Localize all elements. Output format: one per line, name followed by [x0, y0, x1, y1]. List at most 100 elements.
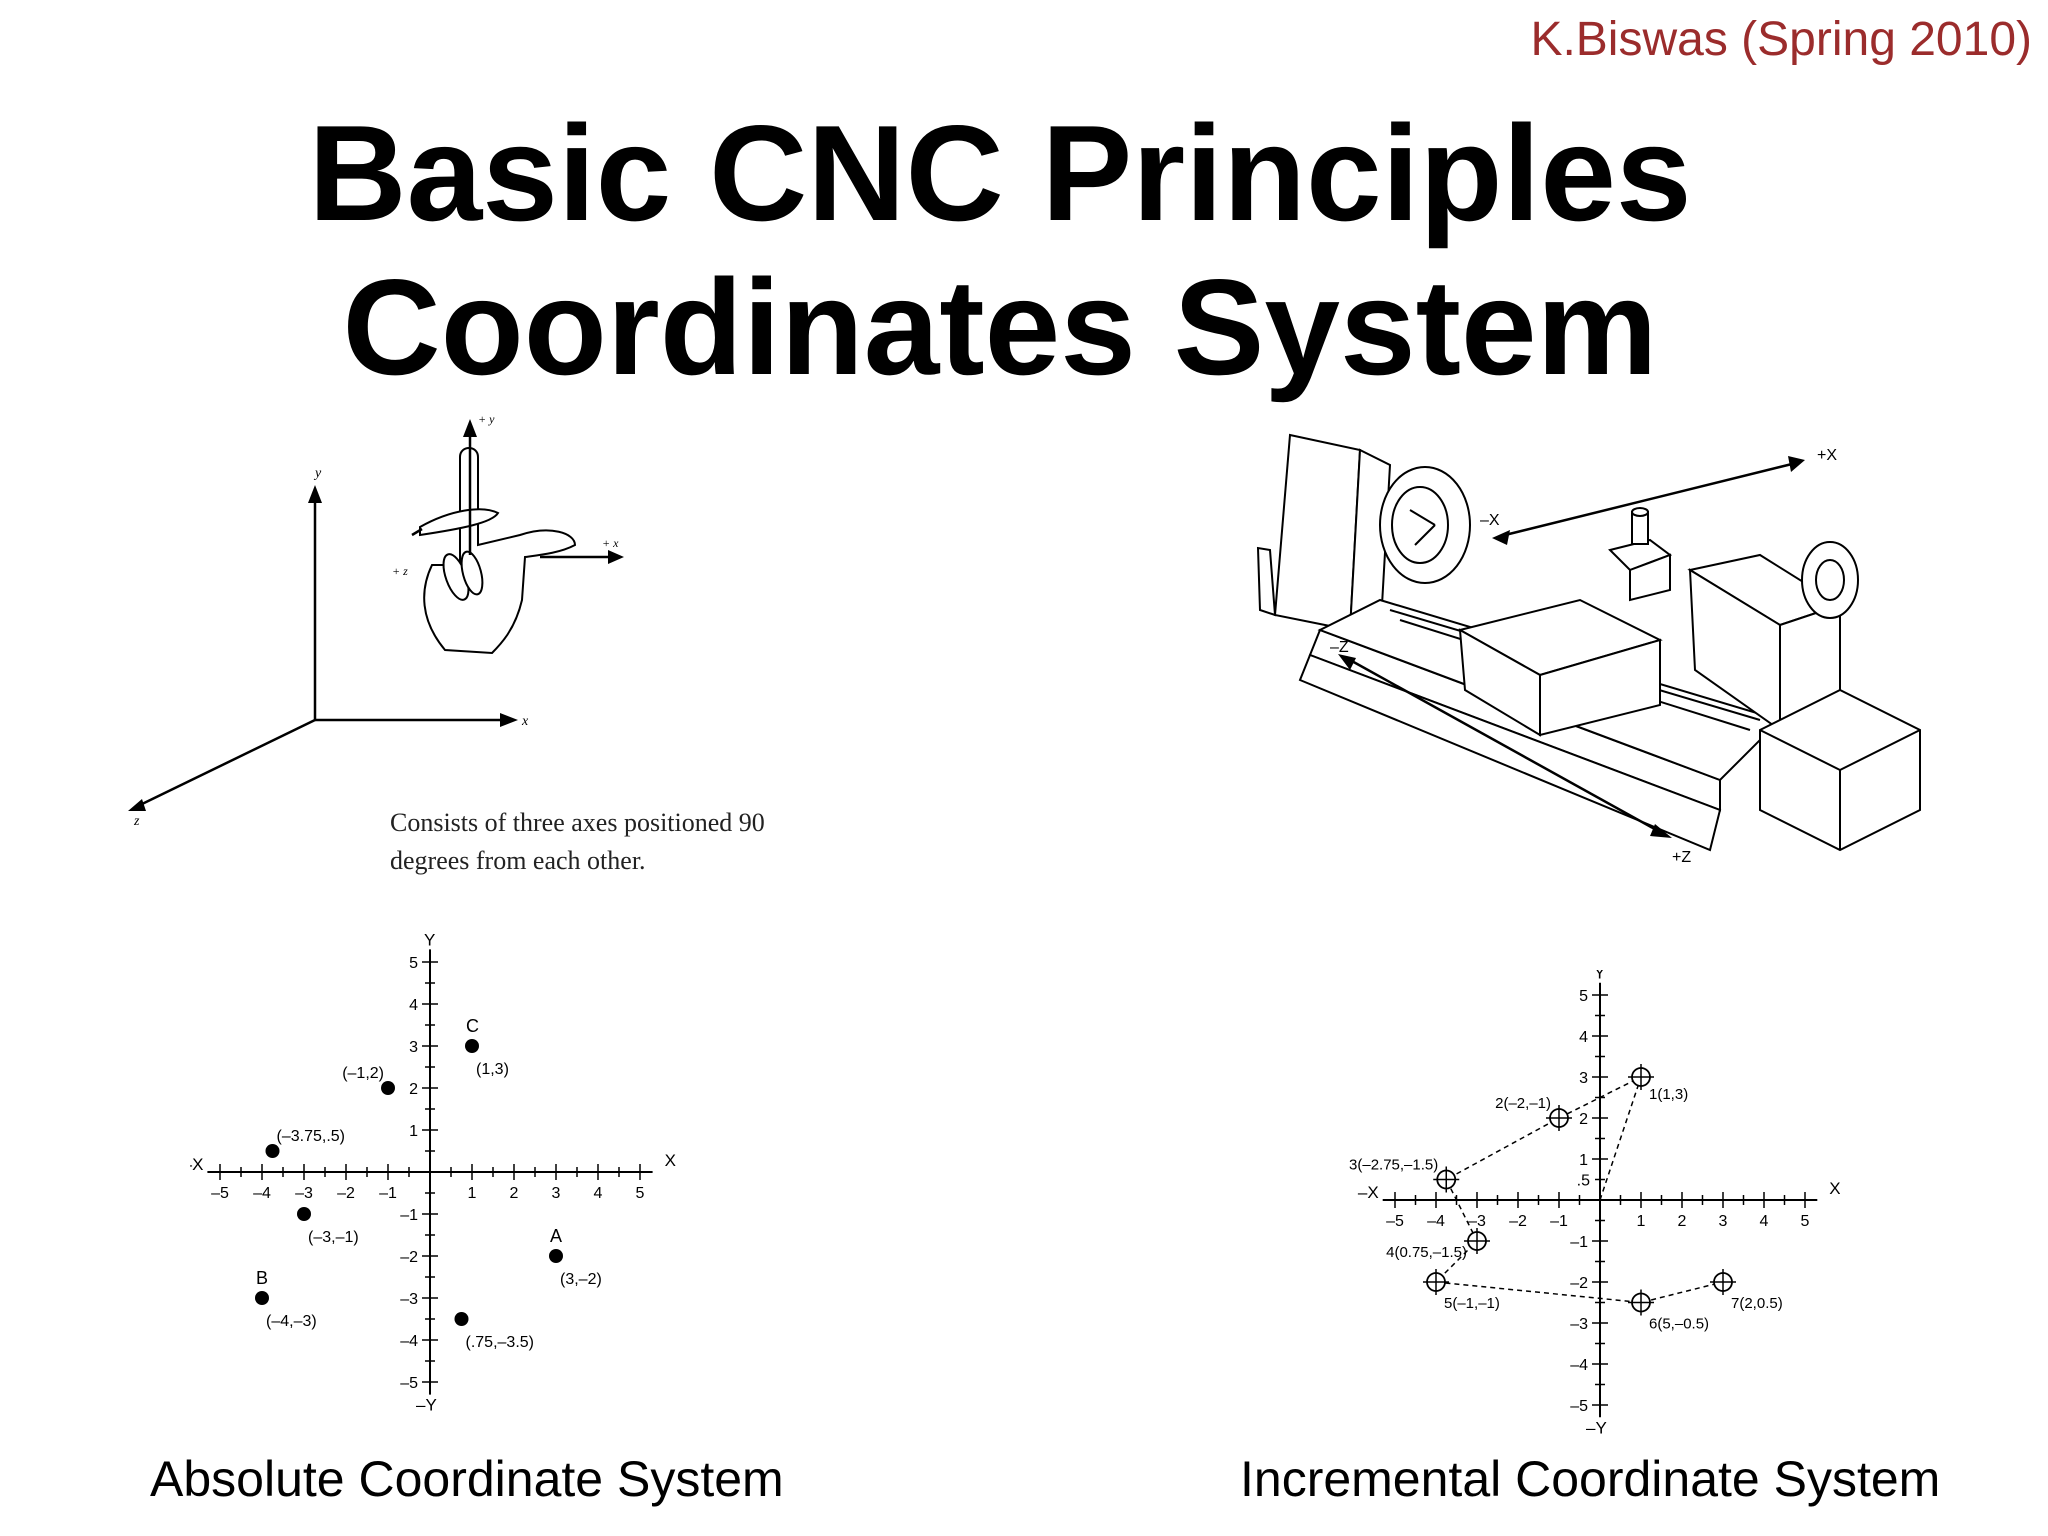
- slide-title-line2: Coordinates System: [342, 251, 1658, 403]
- caption-incremental: Incremental Coordinate System: [1240, 1451, 1941, 1507]
- lathe-axes-arrows: [1338, 456, 1805, 838]
- hand-x-label: + x: [602, 536, 619, 550]
- data-point: [549, 1249, 563, 1263]
- axis-neg-x-label: –X: [190, 1155, 203, 1174]
- data-point: [465, 1039, 479, 1053]
- y-tick-label: –4: [1570, 1357, 1588, 1374]
- axis-neg-y-label: –Y: [416, 1396, 437, 1415]
- point-coordinate-label: (.75,–3.5): [466, 1334, 534, 1351]
- point-coordinate-label: (–4,–3): [266, 1313, 317, 1330]
- x-tick-label: 2: [510, 1185, 519, 1202]
- point-coordinate-label: (–3,–1): [308, 1229, 359, 1246]
- point-coordinate-label: (1,3): [476, 1061, 509, 1078]
- point-letter-label: B: [256, 1268, 268, 1288]
- x-tick-label: –5: [1386, 1213, 1404, 1230]
- x-tick-label: –2: [1509, 1213, 1527, 1230]
- y-tick-label: –3: [1570, 1316, 1588, 1333]
- lathe-plus-x-label: +X: [1817, 447, 1837, 464]
- data-point: [265, 1144, 280, 1158]
- three-d-axes: [128, 485, 518, 811]
- axis-x-label: X: [665, 1151, 676, 1170]
- x-tick-label: 4: [1760, 1213, 1769, 1230]
- y-tick-label: –2: [400, 1249, 418, 1266]
- step-label: 5(–1,–1): [1444, 1295, 1500, 1312]
- y-tick-label: 2: [409, 1081, 418, 1098]
- point-coordinate-label: (3,–2): [560, 1271, 602, 1288]
- hand-axes-arrows: [411, 419, 624, 564]
- y-tick-label: –1: [400, 1207, 418, 1224]
- y-tick-label: –4: [400, 1333, 418, 1350]
- step-label: 4(0.75,–1.5): [1386, 1244, 1467, 1261]
- y-tick-label: –1: [1570, 1234, 1588, 1251]
- data-point: [381, 1081, 395, 1095]
- y-tick-label: 2: [1579, 1111, 1588, 1128]
- y-tick-label: 1: [409, 1123, 418, 1140]
- lathe-icon: [1256, 433, 1921, 852]
- step-label: 2(–2,–1): [1495, 1095, 1551, 1112]
- data-point: [255, 1291, 269, 1305]
- axis-x-label: X: [1829, 1179, 1840, 1198]
- axes-description-line1: Consists of three axes positioned 90: [390, 808, 765, 837]
- y-tick-label: 1: [1579, 1152, 1588, 1169]
- axis-y-label: Y: [1594, 970, 1605, 983]
- y-tick-label: –5: [1570, 1398, 1588, 1415]
- lathe-minus-z-label: –Z: [1330, 639, 1349, 656]
- x-tick-label: 3: [1719, 1213, 1728, 1230]
- lathe-plus-z-label: +Z: [1672, 849, 1691, 866]
- axis-neg-y-label: –Y: [1586, 1418, 1607, 1435]
- toolpath-line: [1434, 1075, 1724, 1304]
- y-tick-label: 3: [409, 1039, 418, 1056]
- point-coordinate-label: (–1,2): [342, 1065, 384, 1082]
- caption-absolute: Absolute Coordinate System: [150, 1451, 784, 1507]
- absolute-coordinate-plot: –5–5–4–4–3–3–2–2–1–11122334455X–XY–Y(1,3…: [183, 930, 690, 1415]
- x-tick-label: –1: [379, 1185, 397, 1202]
- hand-z-label: + z: [392, 564, 408, 578]
- step-label: 6(5,–0.5): [1649, 1316, 1709, 1333]
- x-tick-label: 5: [1801, 1213, 1810, 1230]
- step-label: 7(2,0.5): [1731, 1295, 1783, 1312]
- x-tick-label: –3: [1468, 1213, 1486, 1230]
- y-tick-label: 5: [1579, 988, 1588, 1005]
- axis-neg-x-label: –X: [1358, 1183, 1379, 1202]
- point-letter-label: C: [466, 1016, 479, 1036]
- y-tick-label: –3: [400, 1291, 418, 1308]
- axis-y-label: y: [313, 466, 322, 481]
- x-tick-label: 2: [1678, 1213, 1687, 1230]
- step-label: 3(–2.75,–1.5): [1349, 1157, 1438, 1174]
- slide-title-line1: Basic CNC Principles: [308, 97, 1692, 249]
- y-tick-label: –2: [1570, 1275, 1588, 1292]
- y-tick-label: 4: [1579, 1029, 1588, 1046]
- lathe-minus-x-label: –X: [1480, 512, 1500, 529]
- axis-y-label: Y: [424, 930, 435, 949]
- y-tick-label: 4: [409, 997, 418, 1014]
- axes-description-line2: degrees from each other.: [390, 846, 646, 875]
- axis-x-label: x: [521, 714, 529, 729]
- x-tick-label: 1: [1637, 1213, 1646, 1230]
- step-label: 1(1,3): [1649, 1086, 1688, 1103]
- point-coordinate-label: (–3.75,.5): [277, 1128, 345, 1145]
- x-tick-label: –1: [1550, 1213, 1568, 1230]
- y-tick-label: –5: [400, 1375, 418, 1392]
- axis-z-label: z: [133, 814, 140, 829]
- point-letter-label: A: [550, 1226, 562, 1246]
- x-tick-label: –5: [211, 1185, 229, 1202]
- y-tick-label: 3: [1579, 1070, 1588, 1087]
- data-point: [297, 1207, 311, 1221]
- author-credit: K.Biswas (Spring 2010): [1530, 13, 2032, 66]
- data-point: [454, 1312, 469, 1326]
- lathe-machine-figure: +X –X –Z +Z: [1240, 430, 1940, 900]
- x-tick-label: –4: [253, 1185, 271, 1202]
- x-tick-label: 5: [636, 1185, 645, 1202]
- half-tick-label: .5: [1577, 1173, 1590, 1190]
- x-tick-label: –3: [295, 1185, 313, 1202]
- y-tick-label: 5: [409, 955, 418, 972]
- x-tick-label: 4: [594, 1185, 603, 1202]
- hand-y-label: + y: [478, 412, 495, 426]
- x-tick-label: 1: [468, 1185, 477, 1202]
- x-tick-label: 3: [552, 1185, 561, 1202]
- three-axes-figure: y x z + y + x + z Consists of three axes…: [120, 405, 880, 885]
- x-tick-label: –2: [337, 1185, 355, 1202]
- x-tick-label: –4: [1427, 1213, 1445, 1230]
- right-hand-icon: [419, 447, 577, 655]
